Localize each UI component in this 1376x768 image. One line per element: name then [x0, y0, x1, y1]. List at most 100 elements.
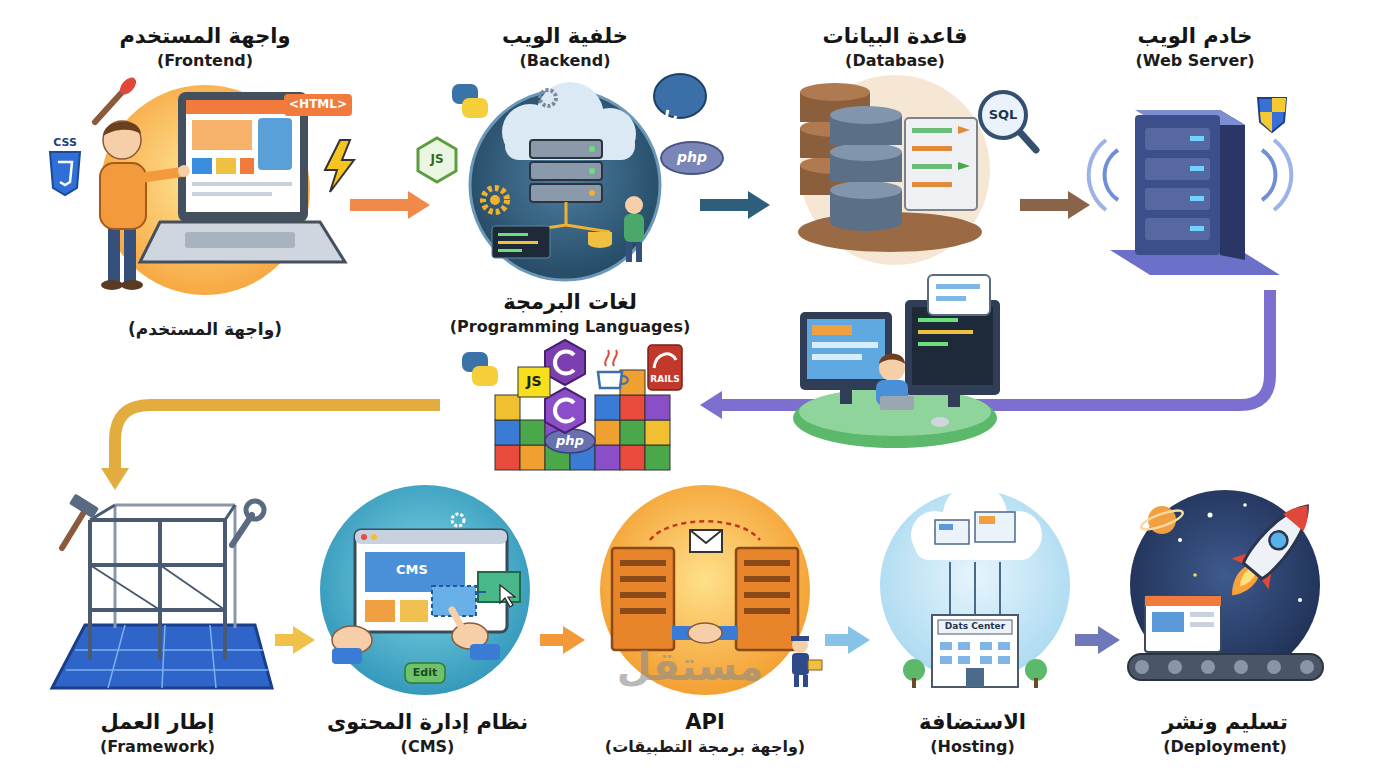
- languages-illustration-part: [620, 395, 645, 420]
- framework-illustration-part: [90, 565, 160, 610]
- icon-label: CSS: [53, 137, 77, 149]
- step-node: تسليم ونشر(Deployment): [1120, 490, 1330, 758]
- developer-illustration-part: [879, 354, 905, 365]
- backend-illustration-part: [624, 214, 644, 242]
- backend-illustration-part: [636, 242, 642, 262]
- languages-illustration-part: [595, 445, 620, 470]
- api-illustration-part: [688, 623, 722, 643]
- backend-illustration-part: [498, 249, 522, 252]
- languages-illustration-part: [598, 372, 622, 388]
- backend-illustration-part: [483, 188, 507, 212]
- icon-label: php: [677, 150, 707, 165]
- step-title: إطار العمل: [100, 708, 214, 736]
- languages-illustration-part: [654, 354, 676, 368]
- deployment-illustration-part: [1152, 612, 1184, 632]
- frontend-illustration-part: [50, 152, 80, 195]
- database-illustration-part: [798, 212, 982, 252]
- languages-illustration-part: [620, 420, 645, 445]
- frontend-illustration-part: [240, 158, 254, 174]
- backend-illustration-part: [540, 90, 556, 106]
- cms-illustration: [320, 485, 530, 695]
- frontend-illustration-part: [101, 280, 123, 290]
- web-server-illustration-part: [1145, 128, 1210, 150]
- step-node: قاعدة البيانات(Database): [770, 22, 1020, 252]
- watermark: مستقل: [617, 644, 763, 688]
- deployment-illustration-part: [1298, 598, 1302, 602]
- step-subtitle: (CMS): [401, 736, 455, 758]
- developer-illustration-part: [948, 395, 960, 407]
- languages-illustration-part: [472, 366, 498, 386]
- framework-illustration-part: [158, 520, 162, 660]
- database-illustration-part: [912, 128, 952, 133]
- languages-illustration-part: [595, 420, 620, 445]
- cms-illustration-part: [332, 648, 362, 664]
- web-server-illustration-part: [1190, 226, 1204, 231]
- framework-illustration-part: [88, 520, 92, 660]
- backend-illustration-part: [654, 74, 706, 118]
- deployment-illustration-part: [1135, 660, 1149, 674]
- frontend-illustration-part: [58, 162, 72, 185]
- hosting-illustration-part: [1034, 678, 1038, 688]
- languages-illustration-part: [518, 367, 550, 397]
- framework-illustration-part: [234, 505, 237, 628]
- backend-illustration-part: [625, 196, 643, 214]
- frontend-illustration-part: [258, 118, 292, 170]
- hosting-illustration-part: [1025, 659, 1047, 681]
- deployment-illustration-part: [1243, 503, 1247, 507]
- backend-illustration-part: [492, 226, 550, 258]
- flow-arrow: [350, 199, 416, 211]
- hosting-illustration-part: [938, 620, 1012, 634]
- step-subtitle: (Database): [845, 50, 945, 72]
- backend-illustration-part: [588, 232, 612, 244]
- languages-illustration-part: [605, 350, 609, 366]
- framework-illustration-part: [115, 504, 235, 507]
- framework-illustration-part: [225, 505, 235, 520]
- deployment-illustration-part: [1300, 660, 1314, 674]
- backend-illustration-part: [667, 110, 676, 122]
- frontend-illustration-part: [124, 225, 136, 283]
- frontend-illustration-part: [103, 121, 141, 159]
- developer-illustration-part: [931, 417, 949, 427]
- frontend-illustration-part: [117, 75, 139, 98]
- api-illustration: [600, 485, 822, 695]
- icon-label: SQL: [989, 108, 1018, 122]
- step-subtitle: (واجهة المستخدم): [128, 318, 282, 340]
- api-illustration-part: [744, 576, 790, 582]
- languages-illustration-part: [545, 340, 585, 385]
- deployment-illustration-part-part: [1241, 496, 1320, 581]
- step-title: خلفية الويب: [502, 22, 628, 50]
- developer-illustration: [793, 275, 1000, 448]
- languages-illustration-part: [621, 376, 628, 384]
- hosting-illustration-part: [966, 668, 984, 687]
- cms-illustration-part: [361, 534, 367, 540]
- api-illustration-part: [620, 576, 666, 582]
- step-node: خادم الويب(Web Server): [1090, 22, 1300, 290]
- developer-illustration-part: [840, 390, 852, 404]
- framework-illustration-part: [108, 625, 125, 688]
- step-node: API(واجهة برمجة التطبيقات): [585, 490, 825, 758]
- developer-illustration-part: [918, 342, 948, 346]
- framework-illustration-part: [90, 563, 225, 567]
- flow-arrow: [275, 634, 301, 646]
- backend-illustration-part: [626, 242, 632, 262]
- cms-illustration-part: [500, 585, 515, 607]
- languages-illustration: [462, 340, 682, 470]
- hosting-illustration-part: [975, 512, 1015, 542]
- hosting-illustration-part: [998, 656, 1010, 664]
- deployment-illustration-part-part: [1283, 498, 1317, 532]
- developer-illustration-part: [793, 388, 997, 448]
- database-illustration: [798, 75, 1036, 265]
- deployment-illustration-part: [1168, 660, 1182, 674]
- web-server-illustration-part: [1105, 150, 1118, 200]
- api-illustration-part: [620, 560, 666, 566]
- framework-illustration-part: [66, 669, 268, 671]
- frontend-illustration-part: [95, 90, 124, 122]
- cms-illustration-part: [400, 600, 428, 622]
- web-server-illustration-part: [1190, 196, 1204, 201]
- step-title: واجهة المستخدم: [119, 22, 290, 50]
- api-illustration-part: [736, 548, 798, 650]
- deployment-illustration-part: [1178, 538, 1182, 542]
- developer-illustration-part: [812, 342, 878, 348]
- deployment-illustration-part: [1130, 490, 1320, 680]
- deployment-illustration-part: [1267, 660, 1281, 674]
